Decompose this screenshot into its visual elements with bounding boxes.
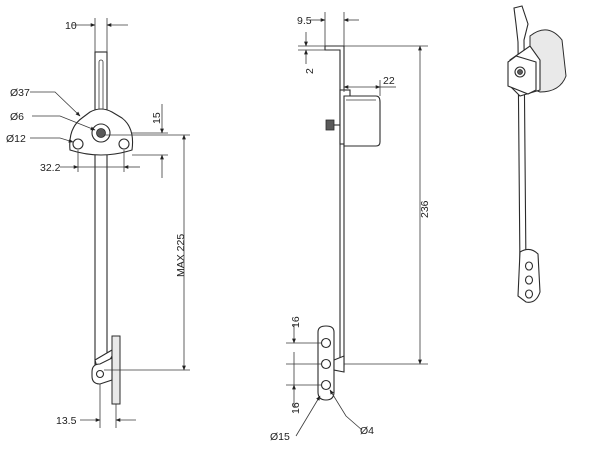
side-pivot-block [325,89,381,147]
dim-plate-dia: Ø37 [10,87,81,117]
dim-overall-height-label: 236 [419,200,431,218]
side-view: 9.5 2 22 236 [270,12,431,443]
dim-top-width-label: 10 [65,20,77,32]
dim-foot-dia: Ø15 [270,395,321,443]
dim-lower-spacing: 16 [286,364,322,414]
iso-foot [517,248,541,303]
dim-hole-dia: Ø12 [6,133,74,145]
dim-top-offset-label: 9.5 [297,15,312,27]
dim-hole-spacing: 32.2 [40,150,140,174]
front-rod [94,51,108,373]
side-foot [317,325,345,401]
dim-block-depth: 22 [343,75,396,96]
dim-upper-spacing-label: 16 [290,316,302,328]
dim-foot-width: 13.5 [56,384,136,428]
dim-top-thickness: 2 [298,32,325,74]
front-pivot-plate [69,108,134,156]
dim-foot-width-label: 13.5 [56,415,77,427]
dim-foot-hole-dia: Ø4 [329,389,374,437]
dim-upper-spacing: 16 [286,316,322,365]
mount-hole-right [118,138,130,150]
dim-hole-spacing-label: 32.2 [40,162,61,174]
dim-block-depth-label: 22 [383,75,395,87]
mount-hole-left [72,138,84,150]
iso-rod [513,5,529,273]
isometric-view [507,5,567,303]
iso-pivot-housing [507,29,567,97]
dim-top-offset: 9.5 [297,12,359,46]
dim-pivot-dia: Ø6 [10,111,96,131]
dim-max-length-label: MAX 225 [175,234,187,277]
dim-plate-height: 15 [132,104,168,178]
dim-max-length: MAX 225 [104,134,190,371]
dim-pivot-dia-label: Ø6 [10,111,24,123]
dim-lower-spacing-label: 16 [290,402,302,414]
dim-foot-dia-label: Ø15 [270,431,290,443]
dim-plate-height-label: 15 [151,112,163,124]
pivot-pin [96,128,106,138]
dim-top-thickness-label: 2 [304,68,316,74]
dim-plate-dia-label: Ø37 [10,87,30,99]
dim-overall-height: 236 [344,45,431,365]
front-view: 10 Ø37 Ø6 Ø12 15 [6,18,190,428]
dim-hole-dia-label: Ø12 [6,133,26,145]
dim-foot-hole-dia-label: Ø4 [360,425,374,437]
dim-top-width: 10 [65,18,128,52]
